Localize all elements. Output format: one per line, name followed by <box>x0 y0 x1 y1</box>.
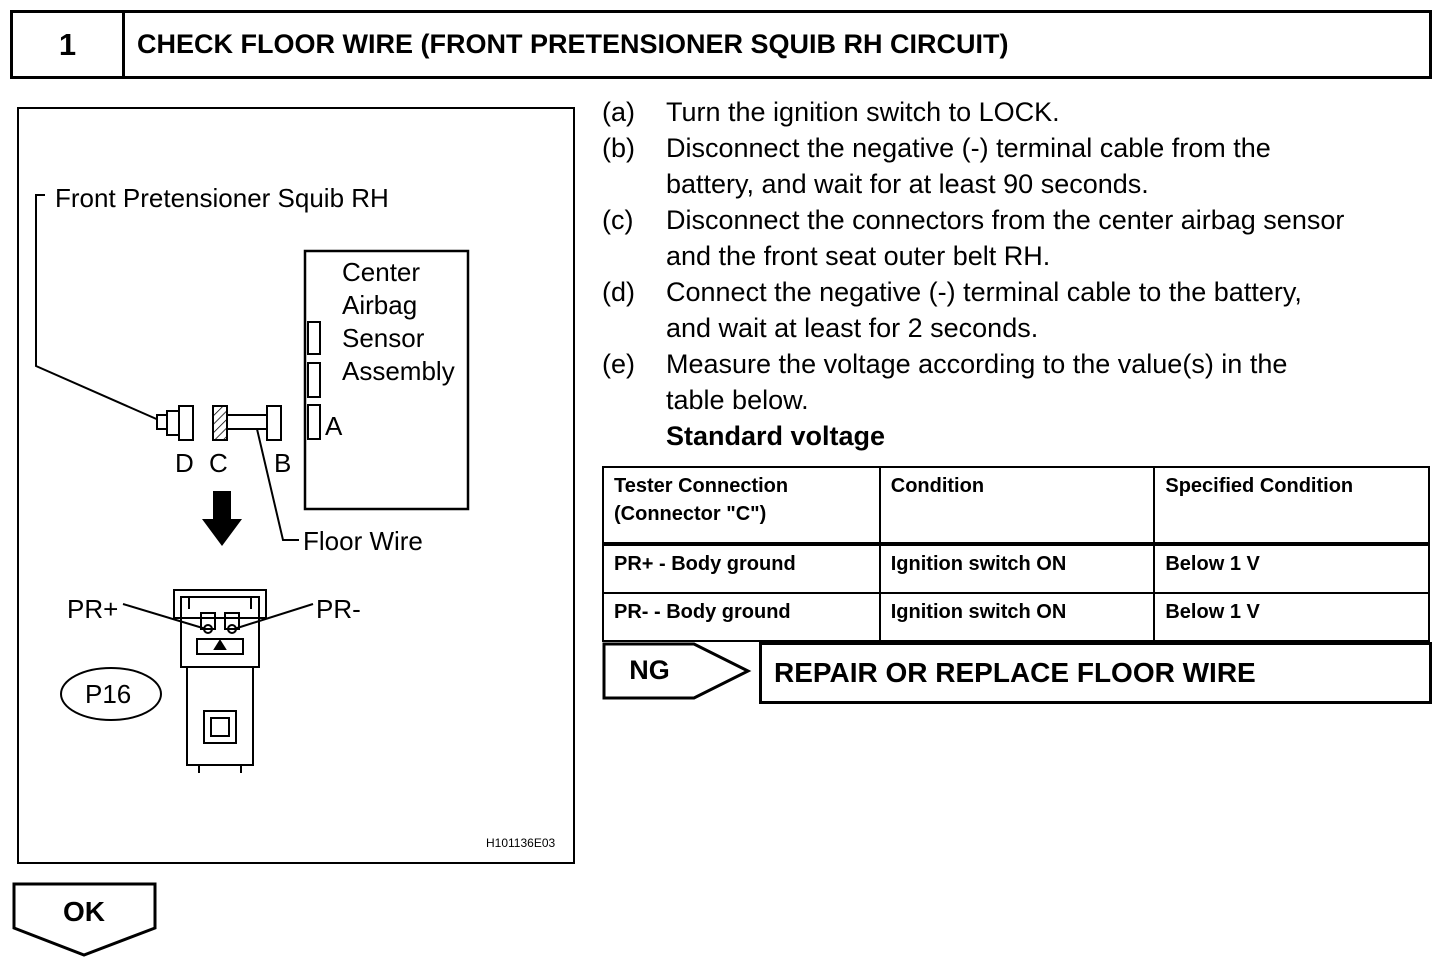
standard-voltage-label: Standard voltage <box>666 421 886 451</box>
cell-specified-condition: Below 1 V <box>1153 592 1430 642</box>
connector-b <box>266 405 282 441</box>
figure-code: H101136E03 <box>486 836 556 850</box>
step-line: Disconnect the negative (-) terminal cab… <box>666 133 1271 163</box>
ok-label: OK <box>63 896 105 927</box>
sensor-connector-2 <box>307 362 321 398</box>
ng-label: NG <box>629 655 670 685</box>
cell-tester-connection: PR- - Body ground <box>602 592 881 642</box>
header-tester-connection: Tester Connection (Connector "C") <box>602 466 881 546</box>
ng-arrow-icon <box>602 642 752 700</box>
standard-voltage-table: Tester Connection (Connector "C") Condit… <box>602 466 1430 642</box>
step-line: Connect the negative (-) terminal cable … <box>666 277 1302 307</box>
header-line: (Connector "C") <box>614 503 767 525</box>
step-line: table below. <box>666 385 809 415</box>
table-header-row: Tester Connection (Connector "C") Condit… <box>602 466 1430 546</box>
squib-stub <box>156 414 168 430</box>
ok-arrow-icon <box>12 882 157 957</box>
step-line: battery, and wait for at least 90 second… <box>666 169 1149 199</box>
step-mark: (c) <box>602 205 634 235</box>
connector-b-label: B <box>274 448 292 478</box>
table-row: PR+ - Body ground Ignition switch ON Bel… <box>602 543 1430 594</box>
cell-condition: Ignition switch ON <box>878 592 1156 642</box>
step-a: (a) Turn the ignition switch to LOCK. <box>602 94 1442 130</box>
step-d: (d) Connect the negative (-) terminal ca… <box>602 274 1442 346</box>
sensor-connector-a <box>307 404 321 440</box>
connector-d-label: D <box>175 448 194 478</box>
step-text: Measure the voltage according to the val… <box>666 346 1442 418</box>
pr-minus-label: PR- <box>316 594 361 624</box>
header-condition: Condition <box>878 466 1156 546</box>
connector-a-label: A <box>325 411 343 441</box>
floor-wire-leader <box>256 428 299 541</box>
wiring-figure: Front Pretensioner Squib RH Center Airba… <box>17 107 575 864</box>
step-line: and the front seat outer belt RH. <box>666 241 1051 271</box>
step-mark: (e) <box>602 349 635 379</box>
floor-wire-body <box>226 414 268 430</box>
step-line: Turn the ignition switch to LOCK. <box>666 97 1060 127</box>
wiring-diagram <box>35 194 470 773</box>
step-number: 1 <box>13 13 125 76</box>
connector-d <box>178 405 194 441</box>
step-text: Disconnect the negative (-) terminal cab… <box>666 130 1442 202</box>
sensor-box <box>303 249 470 511</box>
step-line: Measure the voltage according to the val… <box>666 349 1288 379</box>
step-line: and wait at least for 2 seconds. <box>666 313 1039 343</box>
down-arrow-icon <box>202 491 242 546</box>
step-title: CHECK FLOOR WIRE (FRONT PRETENSIONER SQU… <box>137 29 1009 59</box>
step-text: Connect the negative (-) terminal cable … <box>666 274 1442 346</box>
sensor-label-line-4: Assembly <box>342 356 455 386</box>
squib-label: Front Pretensioner Squib RH <box>55 183 389 213</box>
squib-leader-line <box>35 194 162 422</box>
sensor-label-line-2: Airbag <box>342 290 418 320</box>
table-row: PR- - Body ground Ignition switch ON Bel… <box>602 592 1430 642</box>
step-b: (b) Disconnect the negative (-) terminal… <box>602 130 1442 202</box>
floor-wire-label: Floor Wire <box>303 526 423 556</box>
sensor-label-line-3: Sensor <box>342 323 425 353</box>
connector-c-label: C <box>209 448 228 478</box>
sensor-connector-1 <box>307 321 321 355</box>
connector-c <box>212 405 228 441</box>
sensor-label-line-1: Center <box>342 257 421 287</box>
step-mark: (d) <box>602 277 635 307</box>
step-c: (c) Disconnect the connectors from the c… <box>602 202 1442 274</box>
connector-code: P16 <box>85 679 132 709</box>
step-text: Turn the ignition switch to LOCK. <box>666 94 1442 130</box>
procedure-steps: (a) Turn the ignition switch to LOCK. (b… <box>602 94 1442 454</box>
cell-condition: Ignition switch ON <box>878 543 1156 594</box>
step-mark: (a) <box>602 97 635 127</box>
step-e: (e) Measure the voltage according to the… <box>602 346 1442 418</box>
ng-action-box: REPAIR OR REPLACE FLOOR WIRE <box>759 642 1432 704</box>
p16-ellipse <box>60 667 162 721</box>
connector-d-body <box>166 410 180 436</box>
step-mark: (b) <box>602 133 635 163</box>
header-specified-condition: Specified Condition <box>1153 466 1430 546</box>
cell-tester-connection: PR+ - Body ground <box>602 543 881 594</box>
step-header: 1 CHECK FLOOR WIRE (FRONT PRETENSIONER S… <box>10 10 1432 79</box>
pr-minus-leader <box>233 603 314 630</box>
cell-specified-condition: Below 1 V <box>1153 543 1430 594</box>
step-text: Disconnect the connectors from the cente… <box>666 202 1442 274</box>
pr-plus-label: PR+ <box>67 594 119 624</box>
header-line: Tester Connection <box>614 475 789 497</box>
step-line: Disconnect the connectors from the cente… <box>666 205 1345 235</box>
pr-plus-leader <box>122 603 207 630</box>
connector-p16-drawing <box>173 589 267 773</box>
